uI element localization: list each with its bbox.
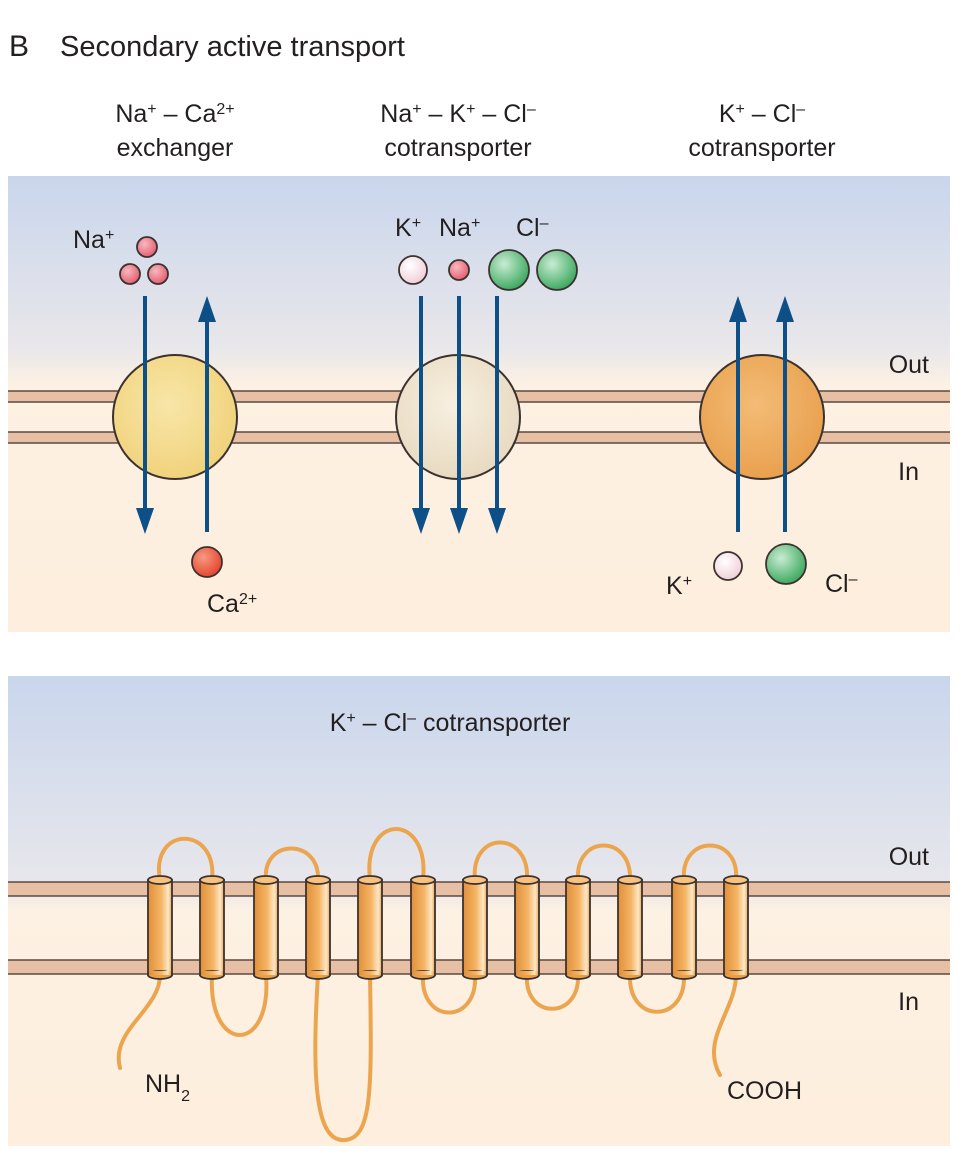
transmembrane-helix	[410, 875, 436, 980]
bottom-out-label: Out	[889, 843, 929, 871]
extracellular-loop	[575, 843, 633, 882]
transport-arrows	[136, 296, 794, 534]
nkcc-k-label: K+	[395, 214, 421, 242]
transmembrane-helix	[671, 875, 697, 980]
sodium-ion	[119, 263, 141, 285]
arrow-k-outward	[729, 296, 747, 532]
transmembrane-helix	[514, 875, 540, 980]
polypeptide-chain	[116, 827, 739, 1143]
transmembrane-helix	[462, 875, 488, 980]
potassium-ion	[398, 255, 428, 285]
transmembrane-helix	[305, 875, 331, 980]
bottom-title: K+ – Cl– cotransporter	[330, 709, 571, 737]
transmembrane-helix	[147, 875, 173, 980]
intracellular-loop	[209, 973, 269, 1037]
transmembrane-helix	[199, 875, 225, 980]
exchanger-name-line1: Na+ – Ca2+	[115, 100, 234, 128]
nkcc-name-line2: cotransporter	[384, 134, 531, 162]
kcc-cl-label: Cl–	[825, 570, 858, 598]
chloride-ion	[765, 543, 807, 585]
extracellular-loop	[472, 840, 530, 882]
top-in-label: In	[898, 458, 919, 486]
bottom-in-label: In	[898, 988, 919, 1016]
extracellular-loop	[263, 846, 321, 882]
kcc-name-line2: cotransporter	[688, 134, 835, 162]
top-panel: Na+ – Ca2+ exchanger Na+ – K+ – Cl– cotr…	[8, 100, 950, 632]
sodium-ion	[147, 263, 169, 285]
exchanger-name-line2: exchanger	[117, 134, 234, 162]
intracellular-loop	[420, 973, 478, 1015]
arrow-na-inward	[136, 296, 154, 534]
transmembrane-helix	[723, 875, 749, 980]
intracellular-loop	[524, 973, 581, 1011]
arrow-na-inward-2	[450, 296, 468, 534]
n-terminus-label: NH2	[145, 1070, 190, 1105]
c-terminus-label: COOH	[727, 1077, 802, 1105]
arrow-cl-outward	[776, 296, 794, 532]
top-out-label: Out	[889, 351, 929, 379]
arrow-k-inward	[412, 296, 430, 534]
transmembrane-helix	[565, 875, 591, 980]
chloride-ion	[488, 249, 530, 291]
arrow-cl-inward	[488, 296, 506, 534]
ca-ion-label: Ca2+	[207, 590, 257, 618]
n-terminal-tail	[116, 973, 162, 1070]
bottom-panel: K+ – Cl– cotransporter N	[8, 676, 950, 1146]
na-ion-label: Na+	[73, 226, 114, 254]
kcc-name-line1: K+ – Cl–	[719, 100, 805, 128]
kcc-k-label: K+	[666, 572, 692, 600]
panel-title: Secondary active transport	[60, 31, 405, 63]
extracellular-loop	[367, 827, 426, 882]
c-terminal-tail	[712, 973, 738, 1077]
transmembrane-helix	[357, 875, 383, 980]
na-ca-exchanger-protein	[112, 354, 238, 480]
panel-letter: B	[9, 30, 29, 63]
transmembrane-helix	[253, 875, 279, 980]
sodium-ion	[136, 236, 158, 258]
transmembrane-helices	[147, 875, 749, 980]
transmembrane-helix	[617, 875, 643, 980]
nkcc-name-line1: Na+ – K+ – Cl–	[380, 100, 536, 128]
calcium-ion	[191, 546, 223, 578]
nkcc-na-label: Na+	[439, 214, 480, 242]
intracellular-loop	[627, 973, 687, 1014]
intracellular-loop	[313, 973, 373, 1143]
extracellular-loop	[157, 836, 215, 882]
sodium-ion	[448, 259, 470, 281]
chloride-ion	[536, 249, 578, 291]
nkcc-cl-label: Cl–	[516, 214, 549, 242]
arrow-ca-outward	[198, 296, 216, 532]
kcc-protein	[699, 354, 825, 480]
potassium-ion	[713, 551, 743, 581]
extracellular-loop	[681, 843, 739, 882]
